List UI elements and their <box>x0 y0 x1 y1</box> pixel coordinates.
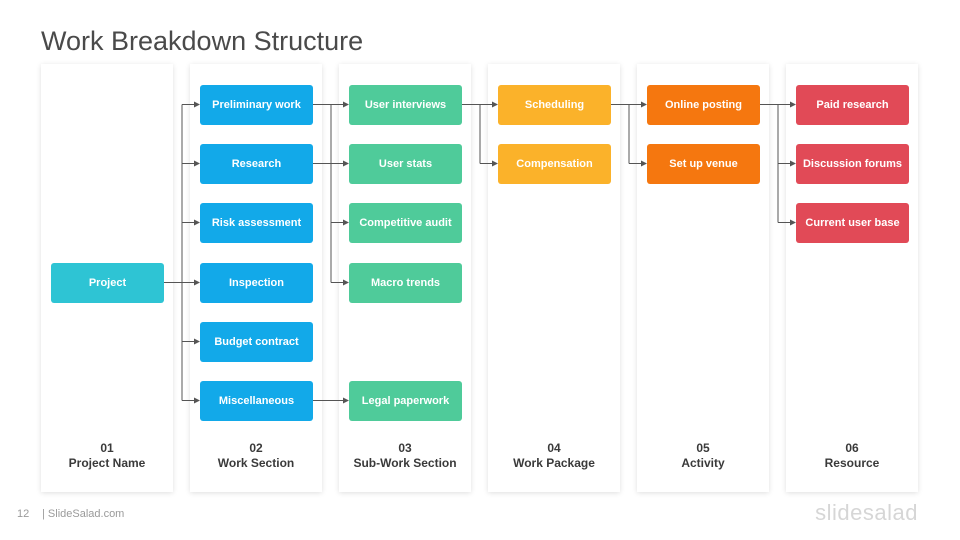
column-number: 01 <box>100 441 114 455</box>
footer-site: | SlideSalad.com <box>42 508 125 520</box>
resource-paid-research[interactable]: Paid research <box>796 85 909 125</box>
resource-current-user-base[interactable]: Current user base <box>796 203 909 243</box>
column-label: 03 Sub-Work Section <box>339 441 471 471</box>
column-number: 03 <box>398 441 412 455</box>
activity-online-posting[interactable]: Online posting <box>647 85 760 125</box>
sub-section-macro-trends[interactable]: Macro trends <box>349 263 462 303</box>
column-name: Activity <box>681 456 725 470</box>
work-section-risk-assessment[interactable]: Risk assessment <box>200 203 313 243</box>
column-name: Project Name <box>68 456 146 470</box>
activity-set-up-venue[interactable]: Set up venue <box>647 144 760 184</box>
column-work-package: 04 Work Package <box>488 64 620 492</box>
work-section-miscellaneous[interactable]: Miscellaneous <box>200 381 313 421</box>
column-label: 05 Activity <box>637 441 769 471</box>
column-label: 01 Project Name <box>41 441 173 471</box>
brand-logo: slidesalad <box>815 500 918 525</box>
page-number: 12 <box>17 508 30 520</box>
sub-section-user-interviews[interactable]: User interviews <box>349 85 462 125</box>
column-name: Work Package <box>513 456 595 470</box>
column-number: 04 <box>547 441 561 455</box>
work-section-research[interactable]: Research <box>200 144 313 184</box>
column-name: Sub-Work Section <box>353 456 457 470</box>
work-package-compensation[interactable]: Compensation <box>498 144 611 184</box>
column-resource: 06 Resource <box>786 64 918 492</box>
work-section-preliminary-work[interactable]: Preliminary work <box>200 85 313 125</box>
column-name: Work Section <box>217 456 295 470</box>
column-name: Resource <box>824 456 880 470</box>
column-label: 04 Work Package <box>488 441 620 471</box>
column-number: 02 <box>249 441 263 455</box>
column-label: 06 Resource <box>786 441 918 471</box>
slide-title: Work Breakdown Structure <box>41 26 364 56</box>
sub-section-competitive-audit[interactable]: Competitive audit <box>349 203 462 243</box>
work-section-inspection[interactable]: Inspection <box>200 263 313 303</box>
sub-section-user-stats[interactable]: User stats <box>349 144 462 184</box>
work-section-budget-contract[interactable]: Budget contract <box>200 322 313 362</box>
column-activity: 05 Activity <box>637 64 769 492</box>
sub-section-legal-paperwork[interactable]: Legal paperwork <box>349 381 462 421</box>
column-number: 05 <box>696 441 710 455</box>
resource-discussion-forums[interactable]: Discussion forums <box>796 144 909 184</box>
column-label: 02 Work Section <box>190 441 322 471</box>
project-box[interactable]: Project <box>51 263 164 303</box>
column-number: 06 <box>845 441 859 455</box>
work-package-scheduling[interactable]: Scheduling <box>498 85 611 125</box>
